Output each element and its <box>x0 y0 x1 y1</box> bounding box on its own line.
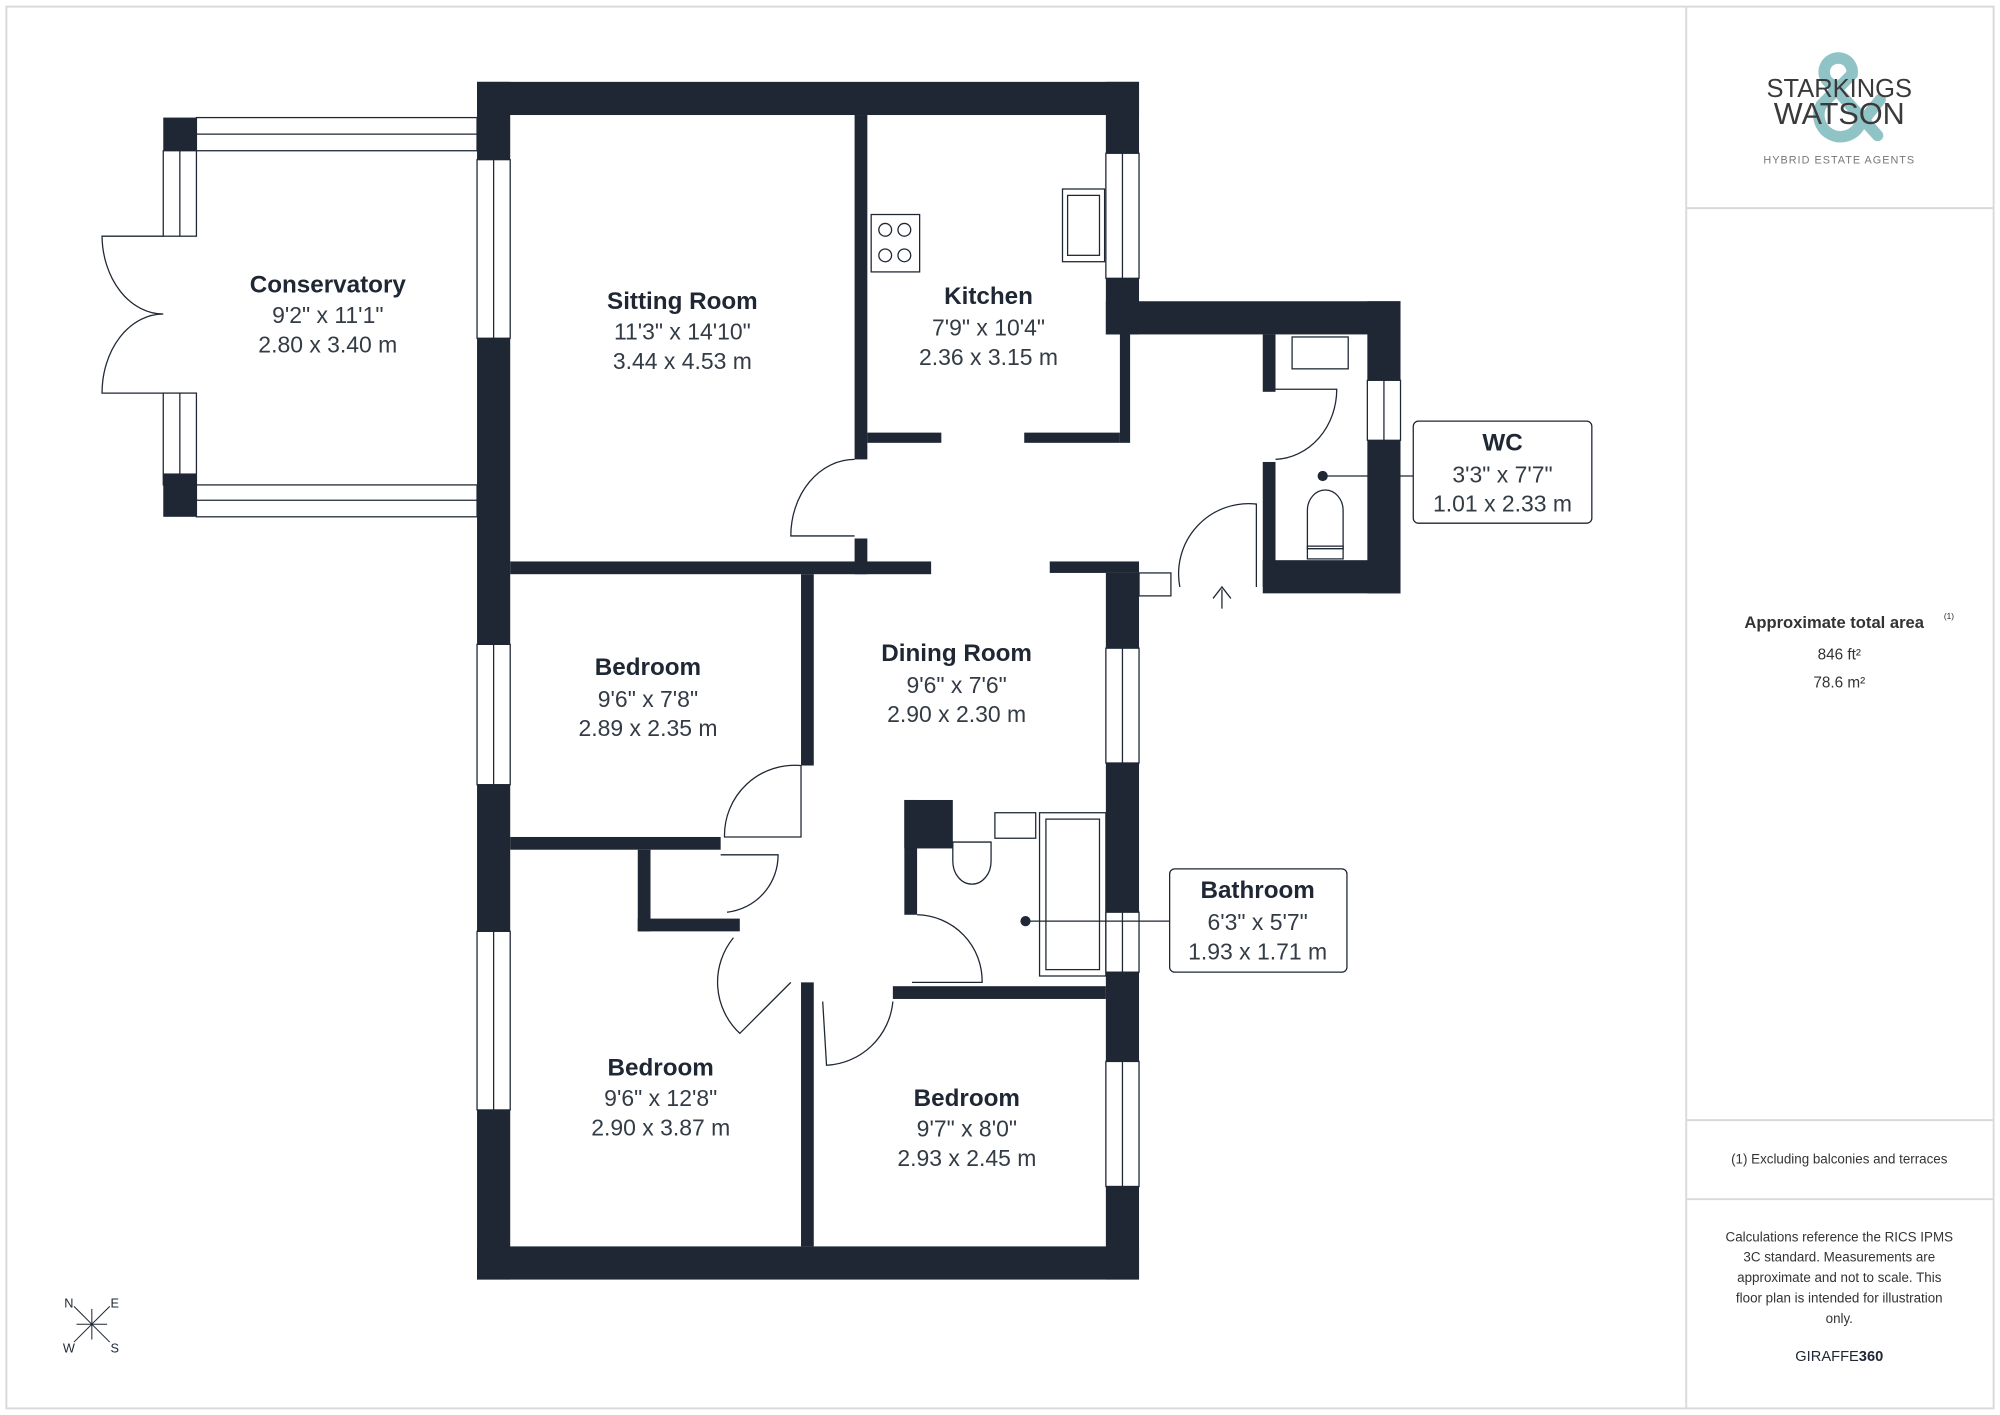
disclaimer-line: approximate and not to scale. This <box>1737 1270 1942 1285</box>
area-metric: 78.6 m² <box>1813 675 1865 692</box>
compass-n: N <box>64 1296 73 1311</box>
disclaimer-line: Calculations reference the RICS IPMS <box>1726 1229 1954 1244</box>
bathroom-basin-icon <box>994 812 1037 839</box>
room-kitchen: Kitchen 7'9" x 10'4" 2.36 x 3.15 m <box>919 283 1058 370</box>
room-conservatory: Conservatory 9'2" x 11'1" 2.80 x 3.40 m <box>250 271 407 357</box>
room-name: Bedroom <box>595 654 701 681</box>
disclaimer: Calculations reference the RICS IPMS 3C … <box>1726 1229 1954 1326</box>
room-imperial: 11'3" x 14'10" <box>614 319 751 345</box>
room-name: Sitting Room <box>607 288 758 315</box>
logo-line1: STARKINGS <box>1767 75 1912 103</box>
room-name: Bedroom <box>914 1085 1020 1112</box>
room-imperial: 9'7" x 8'0" <box>917 1116 1017 1142</box>
room-bedroom-3: Bedroom 9'7" x 8'0" 2.93 x 2.45 m <box>897 1085 1036 1171</box>
doors <box>716 388 1338 1066</box>
compass-icon: N E W S <box>63 1296 119 1356</box>
disclaimer-line: floor plan is intended for illustration <box>1736 1291 1943 1306</box>
disclaimer-line: 3C standard. Measurements are <box>1743 1250 1935 1265</box>
disclaimer-line: only. <box>1826 1311 1853 1326</box>
room-bedroom-2: Bedroom 9'6" x 12'8" 2.90 x 3.87 m <box>591 1054 730 1140</box>
logo-line2: WATSON <box>1774 97 1905 131</box>
room-metric: 2.80 x 3.40 m <box>258 331 397 357</box>
entrance-arrow-icon <box>1212 585 1232 609</box>
room-metric: 1.01 x 2.33 m <box>1433 491 1572 517</box>
room-imperial: 9'6" x 7'8" <box>598 686 698 712</box>
room-dining-room: Dining Room 9'6" x 7'6" 2.90 x 2.30 m <box>881 640 1032 727</box>
room-metric: 2.90 x 2.30 m <box>887 701 1026 727</box>
room-name: Bathroom <box>1200 877 1314 904</box>
room-imperial: 9'6" x 7'6" <box>906 672 1006 698</box>
conservatory-structure <box>101 116 511 518</box>
room-imperial: 9'2" x 11'1" <box>272 302 383 328</box>
sink-icon <box>1061 188 1106 263</box>
toilet-icon <box>1306 489 1344 550</box>
room-wc: WC 3'3" x 7'7" 1.01 x 2.33 m <box>1317 420 1593 524</box>
hob-icon <box>870 213 921 273</box>
room-metric: 1.93 x 1.71 m <box>1188 938 1327 964</box>
walls <box>477 81 1401 1280</box>
room-imperial: 7'9" x 10'4" <box>932 315 1045 341</box>
room-sitting-room: Sitting Room 11'3" x 14'10" 3.44 x 4.53 … <box>607 288 758 374</box>
room-bathroom: Bathroom 6'3" x 5'7" 1.93 x 1.71 m <box>1020 868 1348 973</box>
windows <box>476 152 1402 1188</box>
area-footnote-mark: (1) <box>1944 611 1954 621</box>
wc-basin-icon <box>1291 336 1349 370</box>
room-name: WC <box>1482 429 1522 456</box>
room-imperial: 3'3" x 7'7" <box>1452 461 1552 487</box>
bath-icon <box>1038 812 1107 977</box>
bathroom-toilet-icon <box>952 841 992 885</box>
compass-e: E <box>111 1296 120 1311</box>
provider-logo: GIRAFFE360 <box>1795 1349 1883 1365</box>
room-metric: 2.89 x 2.35 m <box>578 715 717 741</box>
logo-tagline: HYBRID ESTATE AGENTS <box>1763 154 1915 166</box>
room-name: Dining Room <box>881 640 1032 667</box>
room-metric: 2.90 x 3.87 m <box>591 1114 730 1140</box>
compass-s: S <box>111 1340 120 1355</box>
room-metric: 2.93 x 2.45 m <box>897 1145 1036 1171</box>
room-name: Conservatory <box>250 271 407 298</box>
room-name: Kitchen <box>944 283 1033 310</box>
sheet-border <box>5 5 1995 1410</box>
brand-logo: STARKINGS WATSON HYBRID ESTATE AGENTS <box>1763 52 1915 166</box>
area-title: Approximate total area <box>1744 613 1924 632</box>
logo-ampersand-icon <box>1813 52 1886 143</box>
room-bedroom-1: Bedroom 9'6" x 7'8" 2.89 x 2.35 m <box>578 654 717 741</box>
compass-w: W <box>63 1340 75 1355</box>
room-metric: 2.36 x 3.15 m <box>919 344 1058 370</box>
room-imperial: 6'3" x 5'7" <box>1208 909 1308 935</box>
area-imperial: 846 ft² <box>1818 647 1861 664</box>
room-name: Bedroom <box>608 1054 714 1081</box>
fixtures <box>870 188 1349 977</box>
room-imperial: 9'6" x 12'8" <box>604 1085 717 1111</box>
room-metric: 3.44 x 4.53 m <box>613 348 752 374</box>
footnote: (1) Excluding balconies and terraces <box>1731 1151 1948 1166</box>
